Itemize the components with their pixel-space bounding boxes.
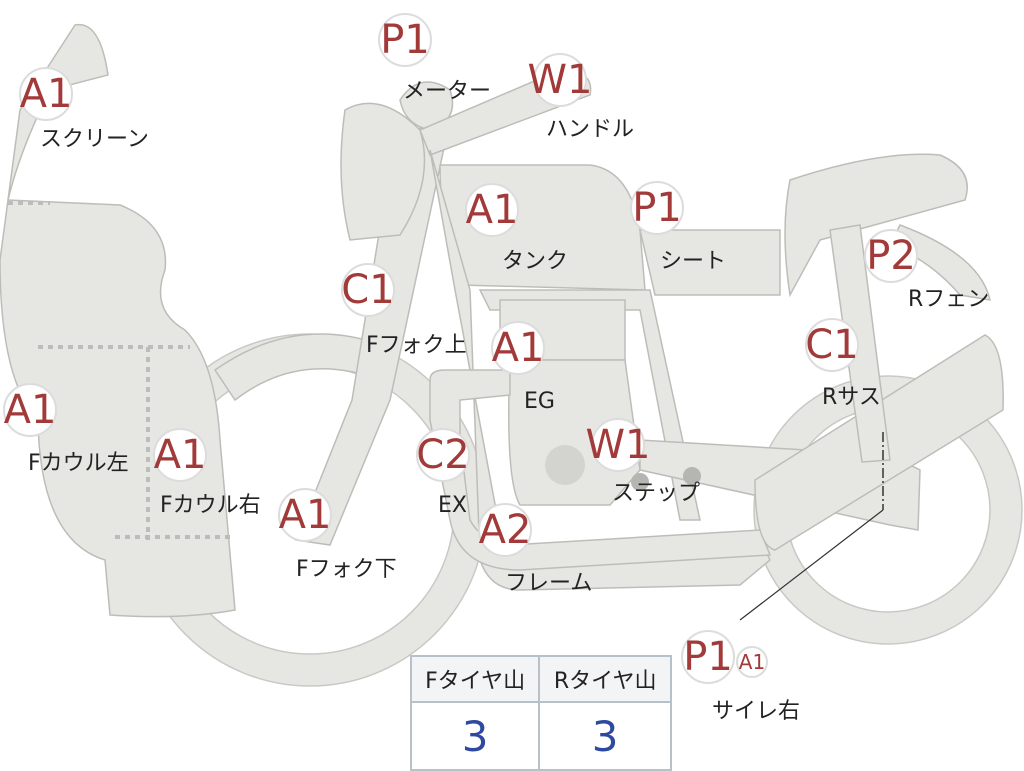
part-label: Rサス: [822, 385, 881, 410]
damage-code: C1: [805, 322, 858, 368]
part-handlebar: W1 ハンドル: [528, 53, 634, 142]
meter-shape: [399, 81, 454, 131]
part-seat: P1 シート: [630, 181, 726, 274]
damage-code: A1: [154, 432, 207, 478]
part-label: タンク: [502, 249, 568, 274]
part-label: EG: [524, 389, 555, 414]
part-front-cowl-right: A1 Fカウル右: [153, 428, 261, 518]
damage-code: A1: [20, 71, 73, 117]
engine-cover: [545, 445, 585, 485]
seat-shape: [639, 229, 781, 296]
leader-line: [739, 509, 884, 621]
part-label: Fカウル右: [160, 493, 261, 518]
part-meter: P1 メーター: [378, 13, 491, 104]
headlight-shape: [340, 102, 426, 241]
damage-code: P2: [866, 233, 916, 279]
damage-code: W1: [528, 57, 593, 103]
part-front-fork-lower: A1 Fフォク下: [278, 488, 397, 582]
part-annotations: A1 スクリーン P1 メーター W1 ハンドル A1 タンク P1 シート: [3, 13, 989, 724]
part-silencer-right: P1 A1 サイレ右: [681, 630, 800, 724]
part-front-cowl-left: A1 Fカウル左: [3, 383, 129, 476]
damage-code-secondary: A1: [739, 650, 765, 674]
part-exhaust: C2 EX: [416, 428, 470, 518]
front-tire-header: Fタイヤ山: [409, 655, 541, 703]
damage-code: P1: [683, 634, 733, 680]
tire-tread-table: Fタイヤ山 Rタイヤ山 3 3: [409, 655, 672, 771]
rear-wheel-outer-edge: [753, 375, 1023, 645]
front-tire-value: 3: [409, 701, 541, 771]
part-label: Fフォク上: [366, 333, 467, 358]
part-label: Fカウル左: [28, 451, 129, 476]
part-screen: A1 スクリーン: [19, 67, 149, 152]
part-label: シート: [660, 249, 726, 274]
damage-code: A1: [492, 325, 545, 371]
part-label: フレーム: [505, 571, 592, 596]
rear-tire-header: Rタイヤ山: [538, 655, 672, 703]
part-tank: A1 タンク: [465, 183, 568, 274]
part-label: ハンドル: [546, 117, 634, 142]
tail-shape: [784, 153, 968, 298]
damage-code: A1: [279, 492, 332, 538]
part-label: メーター: [403, 79, 491, 104]
part-engine: A1 EG: [491, 321, 555, 414]
damage-code: P1: [632, 185, 682, 231]
step-peg: [683, 467, 701, 485]
part-front-fork-upper: C1 Fフォク上: [341, 263, 467, 358]
part-label: サイレ右: [712, 699, 800, 724]
part-rear-fender: P2 Rフェン: [864, 229, 989, 312]
damage-code: A1: [466, 187, 519, 233]
step-peg: [631, 473, 649, 491]
part-step: W1 ステップ: [586, 418, 700, 506]
rear-suspension-shape: [829, 224, 891, 463]
rear-tire-value: 3: [538, 701, 672, 771]
damage-code: W1: [586, 422, 651, 468]
part-rear-suspension: C1 Rサス: [805, 318, 881, 410]
frame-rail: [478, 289, 701, 521]
part-label: EX: [438, 493, 467, 518]
damage-code: C2: [416, 432, 469, 478]
damage-code: A1: [4, 387, 57, 433]
part-label: ステップ: [612, 481, 700, 506]
part-frame: A2 フレーム: [478, 503, 592, 596]
damage-code: P1: [380, 17, 430, 63]
damage-code: A2: [479, 507, 532, 553]
damage-code: C1: [341, 267, 394, 313]
part-label: Rフェン: [908, 287, 989, 312]
part-label: スクリーン: [40, 127, 149, 152]
part-label: Fフォク下: [296, 557, 397, 582]
